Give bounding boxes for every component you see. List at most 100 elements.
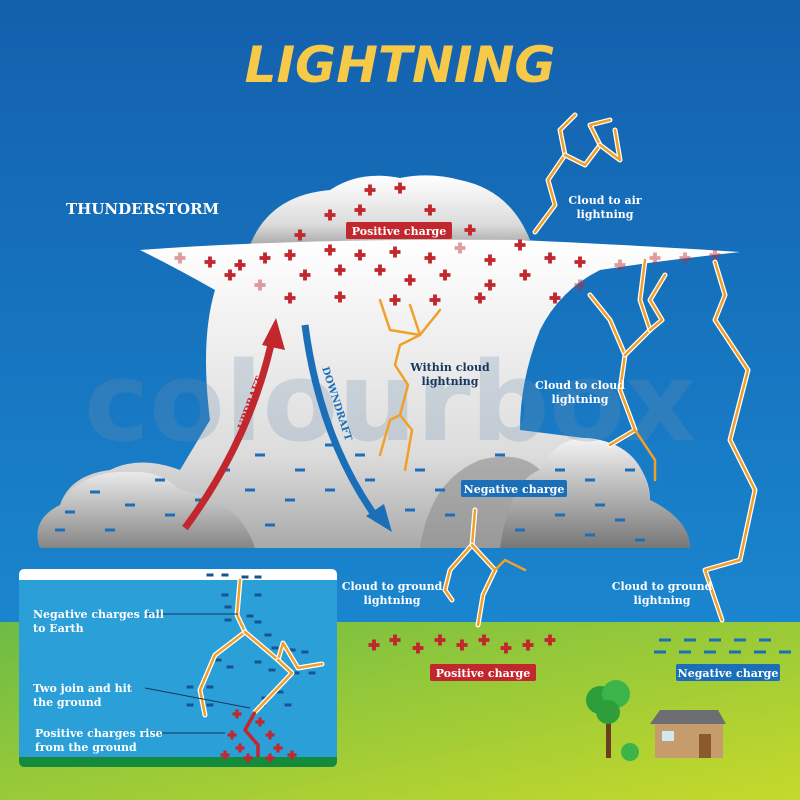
- plus-icon: [232, 709, 242, 719]
- plus-icon: [519, 269, 531, 281]
- plus-icon: [254, 279, 266, 291]
- minus-icon: [224, 618, 232, 622]
- minus-icon: [125, 503, 135, 507]
- plus-icon: [235, 743, 245, 753]
- plus-icon: [439, 269, 451, 281]
- plus-icon: [287, 750, 297, 760]
- minus-icon: [264, 633, 272, 637]
- plus-icon: [174, 252, 186, 264]
- minus-icon: [684, 638, 696, 642]
- minus-icon: [246, 614, 254, 618]
- minus-icon: [241, 575, 249, 579]
- plus-icon: [424, 204, 436, 216]
- minus-icon: [254, 575, 262, 579]
- plus-icon: [374, 264, 386, 276]
- plus-icon: [549, 292, 561, 304]
- plus-icon: [709, 249, 721, 261]
- minus-icon: [254, 620, 262, 624]
- minus-icon: [415, 468, 425, 472]
- minus-icon: [555, 468, 565, 472]
- minus-icon: [255, 453, 265, 457]
- plus-icon: [522, 639, 534, 651]
- minus-icon: [186, 703, 194, 707]
- minus-icon: [355, 453, 365, 457]
- svg-text:Negative charge: Negative charge: [678, 667, 779, 680]
- minus-icon: [254, 660, 262, 664]
- minus-icon: [292, 671, 300, 675]
- plus-icon: [389, 294, 401, 306]
- plus-icon: [614, 259, 626, 271]
- minus-icon: [214, 658, 222, 662]
- minus-icon: [105, 528, 115, 532]
- plus-icon: [234, 259, 246, 271]
- minus-icon: [754, 650, 766, 654]
- minus-icon: [615, 518, 625, 522]
- plus-icon: [255, 717, 265, 727]
- cloud-to-air-bolt: [532, 112, 623, 235]
- minus-icon: [585, 478, 595, 482]
- minus-icon: [224, 605, 232, 609]
- minus-icon: [704, 650, 716, 654]
- minus-icon: [759, 638, 771, 642]
- plus-icon: [224, 269, 236, 281]
- minus-icon: [515, 528, 525, 532]
- minus-icon: [325, 443, 335, 447]
- plus-icon: [265, 730, 275, 740]
- minus-icon: [301, 650, 309, 654]
- plus-icon: [649, 252, 661, 264]
- within-cloud-bolt: [378, 298, 442, 472]
- svg-text:Negative charge: Negative charge: [464, 483, 565, 496]
- minus-icon: [271, 646, 279, 650]
- minus-icon: [265, 523, 275, 527]
- plus-icon: [574, 256, 586, 268]
- minus-icon: [268, 668, 276, 672]
- plus-icon: [429, 294, 441, 306]
- negative-charge-cloud-tag: Negative charge: [461, 480, 567, 497]
- negative-charge-ground-tag: Negative charge: [676, 664, 780, 681]
- plus-icon: [514, 239, 526, 251]
- minus-icon: [445, 513, 455, 517]
- page-title: LIGHTNING: [245, 36, 556, 94]
- minus-icon: [288, 648, 296, 652]
- minus-icon: [221, 593, 229, 597]
- plus-icon: [284, 292, 296, 304]
- plus-icon: [434, 634, 446, 646]
- plus-icon: [368, 639, 380, 651]
- minus-icon: [165, 513, 175, 517]
- minus-icon: [595, 503, 605, 507]
- plus-icon: [284, 249, 296, 261]
- cloud-to-cloud-bolt: [587, 257, 668, 482]
- plus-icon: [354, 204, 366, 216]
- plus-icon: [394, 182, 406, 194]
- plus-icon: [424, 252, 436, 264]
- svg-text:Positive charge: Positive charge: [352, 225, 446, 238]
- minus-icon: [709, 638, 721, 642]
- plus-icon: [220, 750, 230, 760]
- thunderstorm-label: THUNDERSTORM: [66, 200, 219, 218]
- plus-icon: [334, 291, 346, 303]
- minus-icon: [206, 703, 214, 707]
- plus-icon: [299, 269, 311, 281]
- minus-icon: [276, 690, 284, 694]
- house-icon: [650, 710, 726, 758]
- plus-icon: [404, 274, 416, 286]
- minus-icon: [654, 650, 666, 654]
- minus-icon: [65, 510, 75, 514]
- minus-icon: [90, 490, 100, 494]
- minus-icon: [285, 498, 295, 502]
- plus-icon: [484, 279, 496, 291]
- plus-icon: [456, 639, 468, 651]
- minus-icon: [734, 638, 746, 642]
- plus-icon: [389, 634, 401, 646]
- positive-charges-cloud: [174, 182, 721, 306]
- minus-icon: [295, 468, 305, 472]
- plus-icon: [259, 252, 271, 264]
- minus-icon: [55, 528, 65, 532]
- plus-icon: [464, 224, 476, 236]
- minus-icon: [206, 573, 214, 577]
- minus-icon: [221, 573, 229, 577]
